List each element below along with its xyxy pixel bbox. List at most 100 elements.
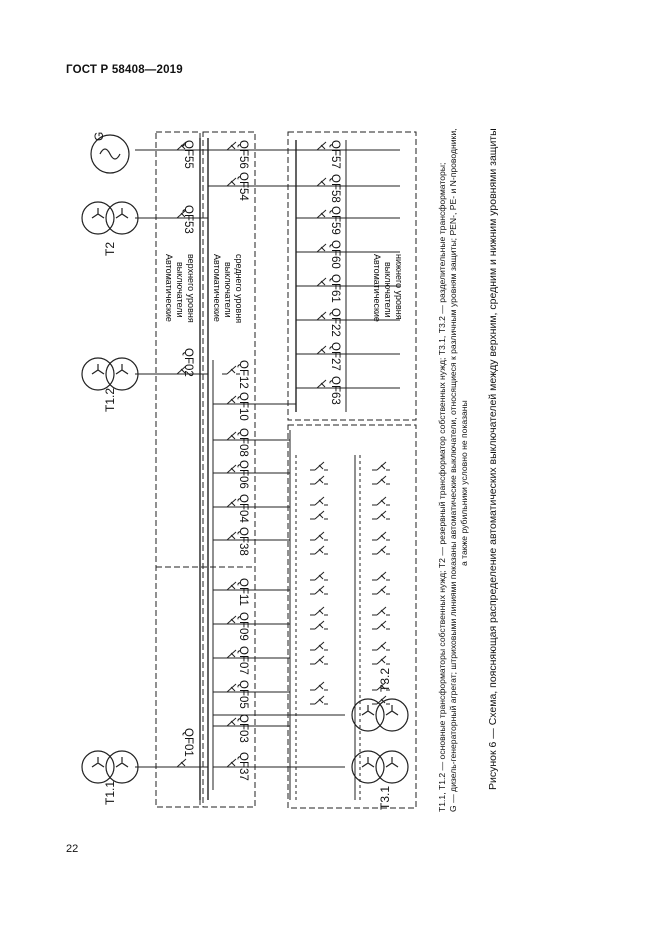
- legend-line-2: G — дизель-генераторный агрегат; штрихов…: [448, 128, 458, 812]
- lower-breaker-symbol-7: [312, 379, 330, 389]
- dist-switch-d-6: [372, 695, 390, 705]
- dist-switch-c-2: [310, 545, 328, 555]
- middle-breaker-symbol-1: [222, 177, 240, 187]
- figure-caption: Рисунок 6 — Схема, поясняющая распределе…: [487, 128, 499, 790]
- breaker-qf08: QF08: [237, 428, 249, 457]
- legend-line-3: а также рубильники условно не показаны: [459, 400, 469, 566]
- breaker-qf27: QF27: [329, 342, 341, 371]
- breaker-qf02: QF02: [182, 348, 194, 377]
- lower-breaker-symbol-3: [312, 243, 330, 253]
- transformer-t2: [81, 201, 139, 235]
- dist-switch-c-6: [310, 695, 328, 705]
- upper-level-label-1: Автоматические: [164, 254, 174, 322]
- label-t1-2: T1.2: [103, 388, 117, 412]
- lower-level-label-2: выключатели: [383, 262, 393, 318]
- lower-breaker-symbol-6: [312, 345, 330, 355]
- middle-breaker-symbol-2: [222, 365, 240, 375]
- upper-level-label-3: верхнего уровня: [186, 254, 196, 323]
- middle-breaker-symbol-12: [222, 717, 240, 727]
- middle-breaker-symbol-11: [222, 683, 240, 693]
- lower-breaker-symbol-2: [312, 209, 330, 219]
- page-number: 22: [66, 843, 79, 855]
- dist-switch-a-6: [310, 681, 328, 691]
- breaker-qf56: QF56: [237, 140, 249, 169]
- middle-breaker-symbol-10: [222, 649, 240, 659]
- middle-breaker-symbol-5: [222, 464, 240, 474]
- lower-breaker-symbol-1: [312, 177, 330, 187]
- breaker-qf53: QF53: [182, 205, 194, 234]
- middle-level-box: [202, 131, 256, 808]
- lower-level-box: [287, 131, 417, 421]
- transformer-t1-1: [81, 750, 139, 784]
- dist-switch-d-0: [372, 475, 390, 485]
- upper-breaker-symbol-0: [172, 141, 190, 151]
- upper-level-label-2: выключатели: [175, 262, 185, 318]
- breaker-qf59: QF59: [329, 206, 341, 235]
- transformer-t3-2: [351, 698, 409, 732]
- middle-level-label-1: Автоматические: [212, 254, 222, 322]
- breaker-qf04: QF04: [237, 494, 249, 523]
- middle-breaker-symbol-6: [222, 498, 240, 508]
- transformer-t1-2: [81, 357, 139, 391]
- label-t3-2: T3.2: [378, 668, 392, 692]
- breaker-qf06: QF06: [237, 460, 249, 489]
- generator-label: G: [92, 132, 106, 141]
- generator-symbol: [90, 134, 130, 174]
- dist-switch-b-3: [372, 571, 390, 581]
- dist-switch-b-1: [372, 496, 390, 506]
- dist-switch-d-1: [372, 510, 390, 520]
- breaker-qf22: QF22: [329, 308, 341, 337]
- breaker-qf63: QF63: [329, 376, 341, 405]
- breaker-qf58: QF58: [329, 174, 341, 203]
- dist-switch-a-0: [310, 461, 328, 471]
- upper-breaker-symbol-1: [172, 209, 190, 219]
- transformer-t3-1: [351, 750, 409, 784]
- dist-switch-c-3: [310, 585, 328, 595]
- breaker-qf11: QF11: [237, 578, 249, 606]
- breaker-qf54: QF54: [237, 172, 249, 201]
- breaker-qf60: QF60: [329, 240, 341, 269]
- dist-switch-d-2: [372, 545, 390, 555]
- middle-breaker-symbol-7: [222, 531, 240, 541]
- lower-breaker-symbol-0: [312, 141, 330, 151]
- breaker-qf38: QF38: [237, 527, 249, 556]
- breaker-qf07: QF07: [237, 646, 249, 675]
- dist-switch-a-2: [310, 531, 328, 541]
- dist-switch-c-4: [310, 620, 328, 630]
- middle-breaker-symbol-3: [222, 395, 240, 405]
- dist-switch-d-5: [372, 655, 390, 665]
- middle-breaker-symbol-8: [222, 581, 240, 591]
- breaker-qf55: QF55: [182, 140, 194, 169]
- dist-switch-a-5: [310, 641, 328, 651]
- middle-breaker-symbol-0: [222, 141, 240, 151]
- breaker-qf37: QF37: [237, 752, 249, 781]
- dist-switch-d-3: [372, 585, 390, 595]
- dist-switch-b-5: [372, 641, 390, 651]
- upper-breaker-symbol-2: [172, 365, 190, 375]
- middle-level-label-2: выключатели: [223, 262, 233, 318]
- breaker-qf12: QF12: [237, 360, 249, 389]
- middle-breaker-symbol-13: [222, 758, 240, 768]
- label-t1-1: T1.1: [103, 781, 117, 805]
- dist-switch-c-5: [310, 655, 328, 665]
- breaker-qf61: QF61: [329, 274, 341, 303]
- dist-switch-b-2: [372, 531, 390, 541]
- page-header: ГОСТ Р 58408—2019: [66, 64, 183, 76]
- dist-switch-d-4: [372, 620, 390, 630]
- dist-switch-c-1: [310, 510, 328, 520]
- lower-breaker-symbol-4: [312, 277, 330, 287]
- lower-level-label-1: Автоматические: [372, 254, 382, 322]
- dist-switch-a-3: [310, 571, 328, 581]
- middle-breaker-symbol-9: [222, 615, 240, 625]
- breaker-qf09: QF09: [237, 612, 249, 641]
- middle-level-label-3: среднего уровня: [234, 254, 244, 323]
- lower-level-box-2: [287, 424, 417, 809]
- dist-switch-c-0: [310, 475, 328, 485]
- breaker-qf03: QF03: [237, 714, 249, 743]
- breaker-qf57: QF57: [329, 140, 341, 169]
- middle-breaker-symbol-4: [222, 431, 240, 441]
- dist-switch-a-4: [310, 606, 328, 616]
- lower-level-label-3: нижнего уровня: [394, 254, 404, 320]
- dist-switch-b-4: [372, 606, 390, 616]
